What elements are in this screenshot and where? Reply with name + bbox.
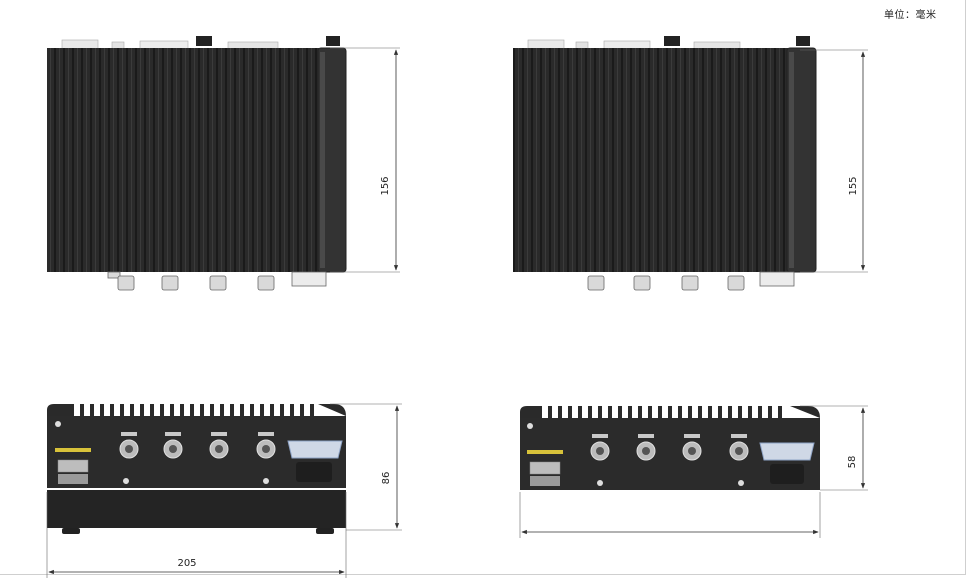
top-right-view: 155 (513, 36, 868, 291)
dimension-86: 86 (381, 472, 392, 485)
front-left-view: 86 205 (46, 403, 402, 578)
top-left-view: 156 (47, 36, 400, 291)
dimension-58: 58 (847, 456, 858, 469)
dimension-155: 155 (848, 176, 859, 195)
dimension-156: 156 (380, 176, 391, 195)
heatsink-body (513, 48, 788, 272)
front-right-view: 58 (519, 405, 868, 538)
dimension-205: 205 (177, 558, 196, 569)
heatsink-body (47, 48, 319, 272)
unit-label: 单位：毫米 (884, 10, 937, 21)
